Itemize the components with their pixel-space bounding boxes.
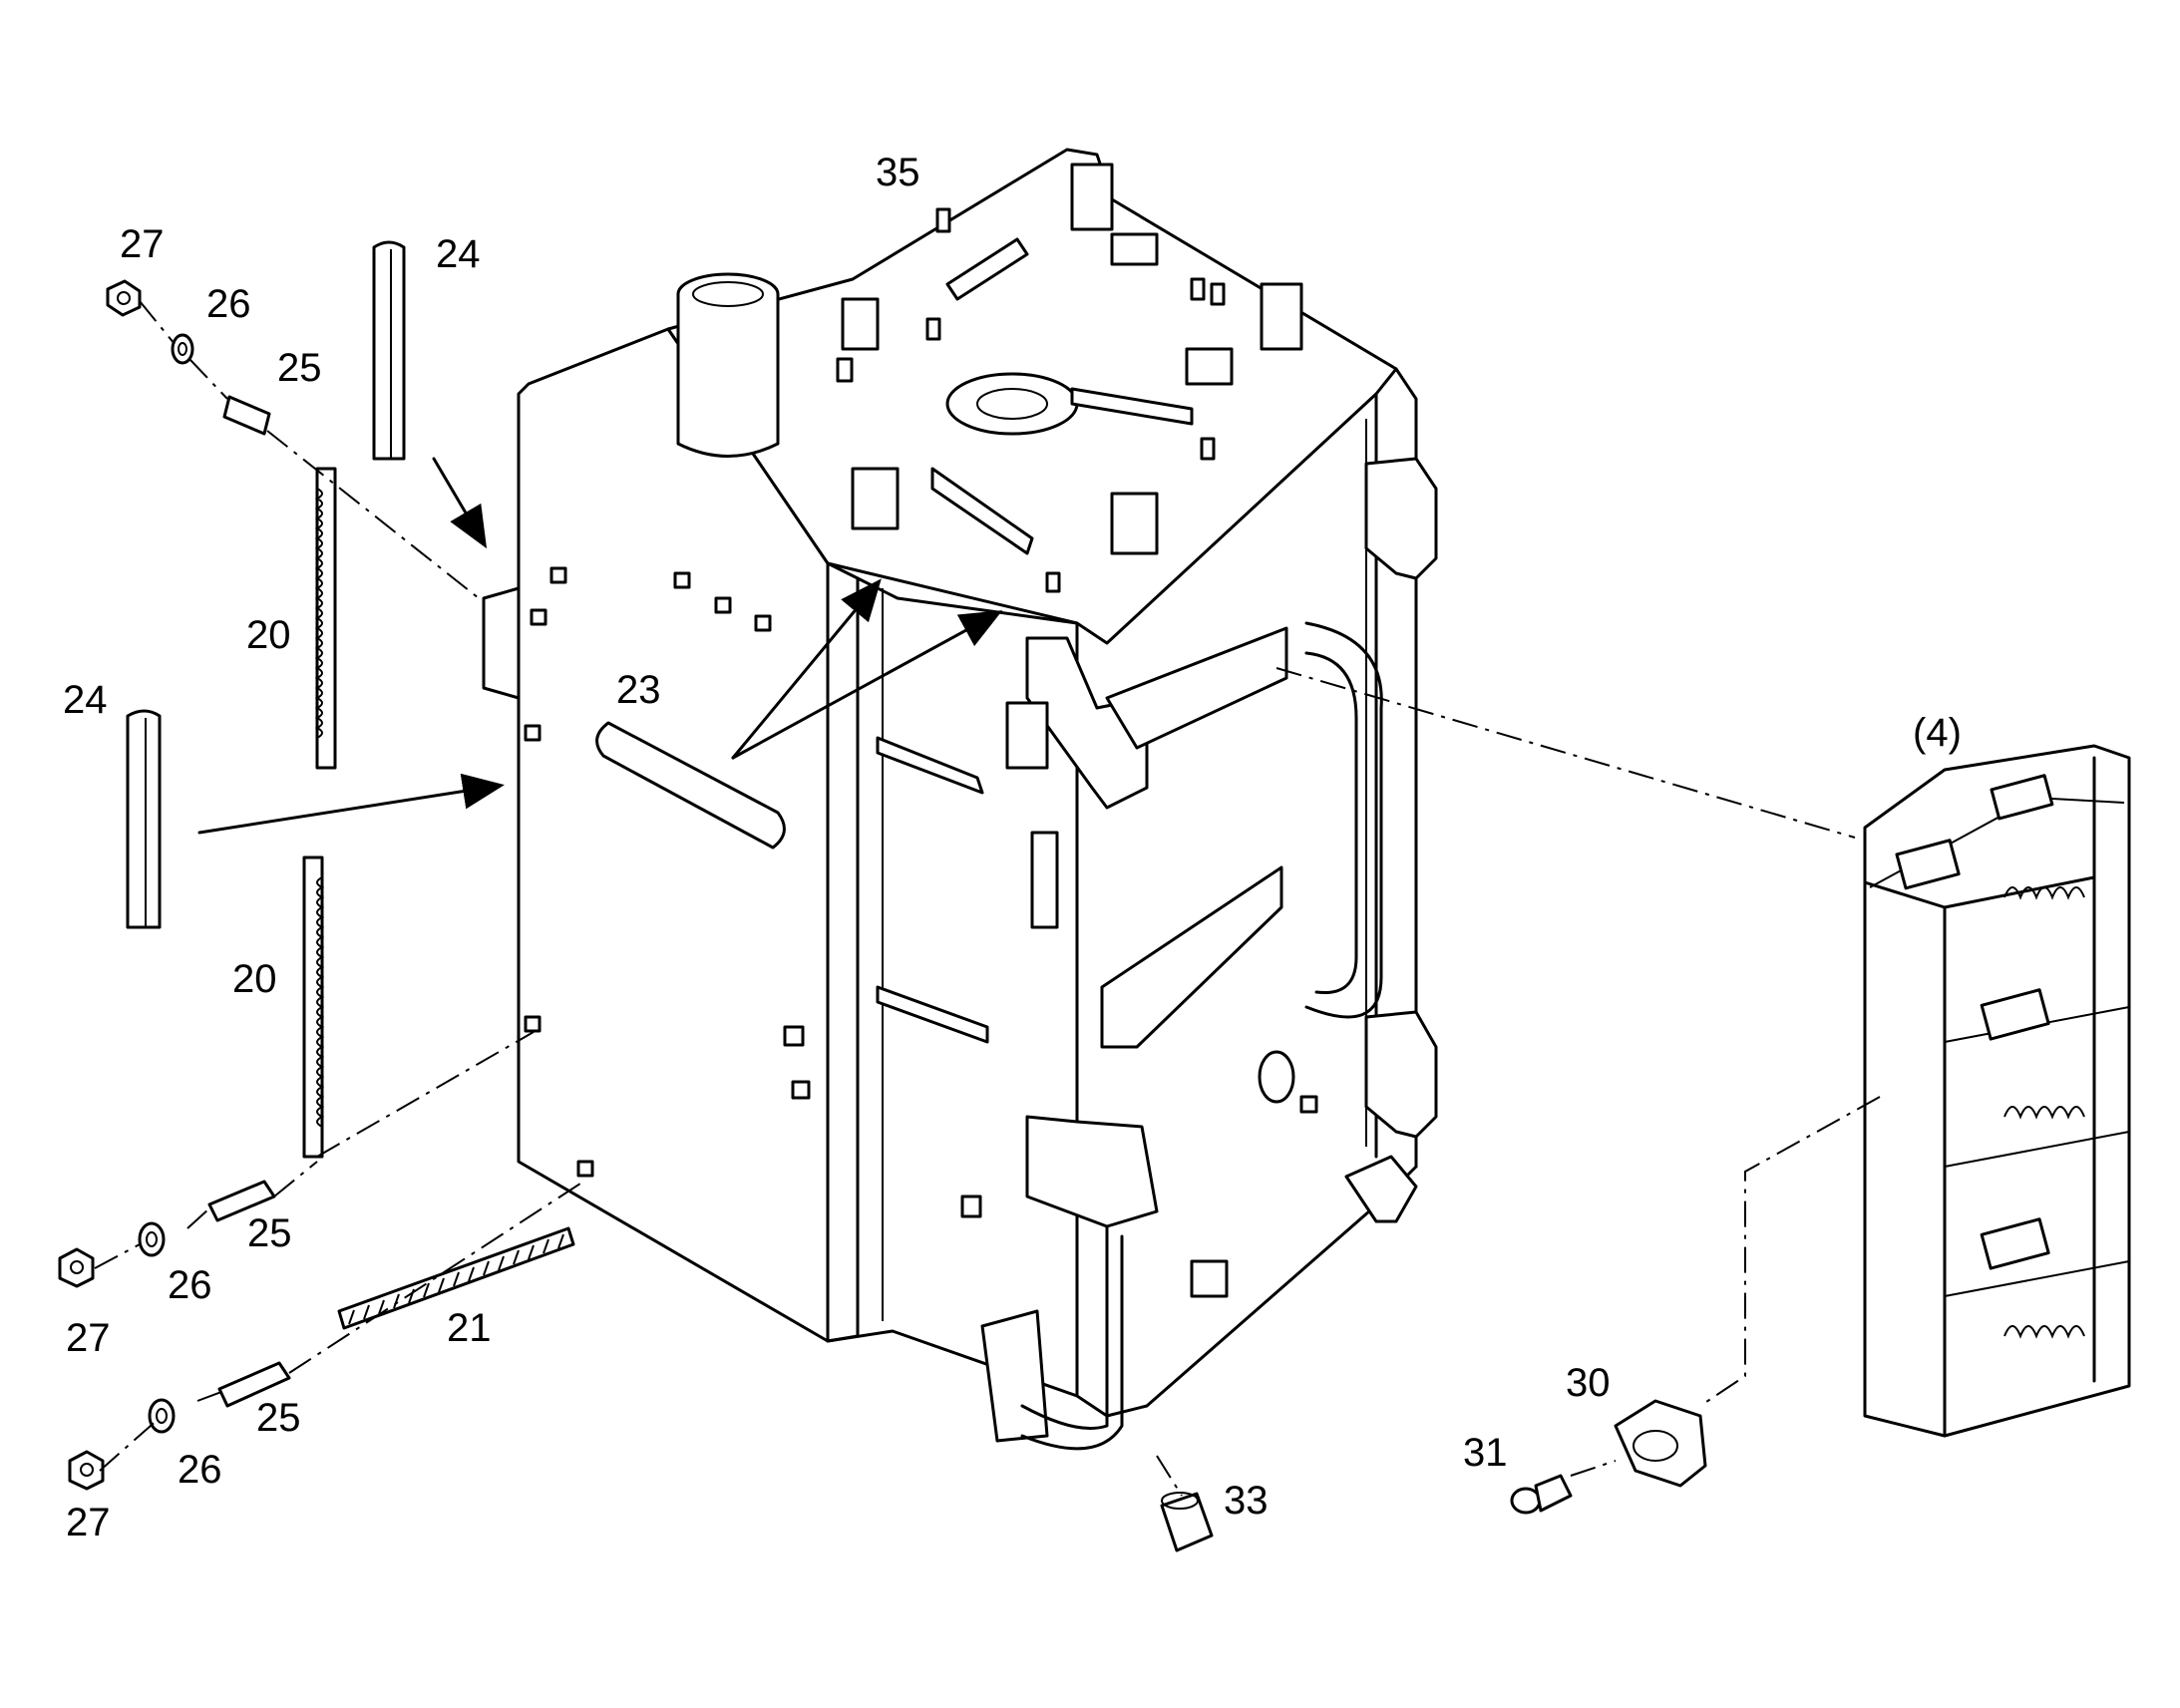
screw-31 [1510,1474,1573,1515]
callout-27-bottom: 27 [66,1501,111,1544]
callout-20-top: 20 [246,613,291,657]
washer-26-top [171,333,194,365]
callout-labels: 35 27 26 25 24 20 24 23 20 25 26 27 21 2… [63,151,1962,1544]
callout-35: 35 [876,151,920,194]
part-20-upper [314,467,337,770]
nut-27-top [106,279,142,317]
front-face-details [783,621,1383,1451]
clip-30 [1614,1399,1707,1488]
washer-26-bottom [148,1398,176,1434]
bolt-25-top [222,395,271,436]
callout-23: 23 [616,668,661,712]
bolt-25-bottom [217,1361,291,1408]
part-23 [595,721,786,850]
callout-24-mid: 24 [63,678,108,722]
callout-25-bottom: 25 [256,1396,301,1440]
callout-26-mid: 26 [168,1263,212,1307]
side-panel-holes [482,566,772,1178]
callout-33: 33 [1224,1479,1269,1523]
callout-25-top: 25 [277,346,322,390]
callout-26-bottom: 26 [178,1448,222,1492]
cabinet-frame [517,148,1438,1418]
callout-21: 21 [447,1306,492,1350]
leader-lines [94,300,1881,1497]
nut-27-bottom [68,1450,105,1491]
callout-27-top: 27 [120,222,165,266]
washer-26-mid [138,1221,166,1257]
callout-4: (4) [1913,711,1962,755]
callout-25-mid: 25 [247,1211,292,1255]
callout-31: 31 [1463,1431,1508,1475]
callout-27-mid: 27 [66,1316,111,1360]
callout-26-top: 26 [206,282,251,326]
callout-30: 30 [1566,1361,1611,1405]
callout-24-top: 24 [436,232,481,276]
top-panel-details [676,163,1303,593]
part-24-lower [126,709,162,929]
rack-assembly-4 [1863,744,2131,1438]
plug-33 [1160,1492,1214,1552]
part-24-upper [372,240,406,461]
nut-27-mid [58,1247,95,1288]
part-20-lower [302,855,325,1159]
callout-20-bottom: 20 [232,957,277,1001]
